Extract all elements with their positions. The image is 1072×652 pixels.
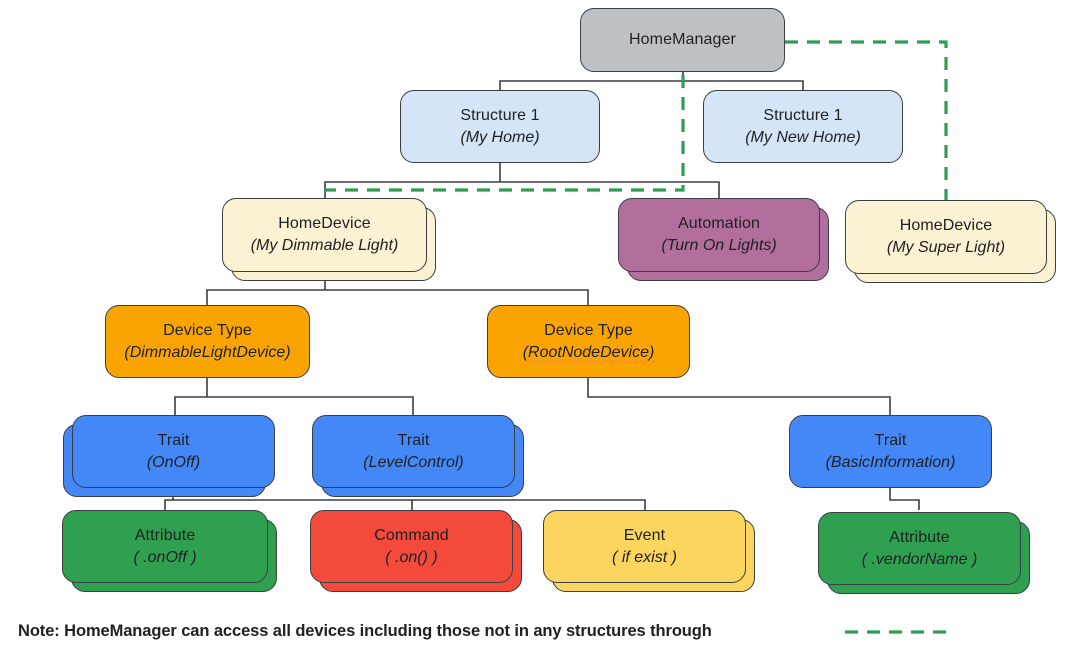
node-automation-sublabel: (Turn On Lights): [661, 237, 777, 254]
node-attribute-vendorname-sublabel: ( .vendorName ): [861, 550, 978, 568]
node-devicetype-rootnode: Device Type (RootNodeDevice): [487, 305, 690, 378]
node-attribute-vendorname-label: Attribute: [889, 528, 950, 546]
node-trait-basicinfo-sublabel: (BasicInformation): [825, 453, 956, 471]
node-devicetype-rootnode-label: Device Type: [544, 321, 633, 339]
node-trait-basicinfo: Trait (BasicInformation): [789, 415, 992, 488]
node-attribute-vendorname: Attribute ( .vendorName ): [818, 512, 1030, 594]
footnote: Note: HomeManager can access all devices…: [18, 622, 712, 640]
node-devicetype-dimmable-label: Device Type: [163, 321, 252, 339]
node-homedevice-dimmable-label: HomeDevice: [278, 215, 371, 232]
dashed-connector-0: [325, 75, 685, 192]
node-event-ifexist: Event ( if exist ): [543, 510, 755, 592]
solid-connector-3: [174, 378, 414, 415]
node-homemanager: HomeManager: [580, 8, 785, 72]
node-command-on-card: Command ( .on() ): [310, 510, 513, 583]
node-command-on: Command ( .on() ): [310, 510, 522, 592]
dashed-connector-1: [785, 40, 948, 200]
node-trait-levelcontrol-label: Trait: [397, 431, 430, 449]
node-event-ifexist-label: Event: [623, 526, 666, 544]
node-homedevice-super-sublabel: (My Super Light): [886, 239, 1006, 256]
node-homemanager-label: HomeManager: [629, 31, 736, 48]
node-attribute-onoff-label: Attribute: [134, 526, 196, 544]
solid-connector-4: [587, 378, 891, 415]
node-devicetype-rootnode-card: Device Type (RootNodeDevice): [487, 305, 690, 378]
node-event-ifexist-sublabel: ( if exist ): [612, 548, 677, 566]
node-trait-onoff-sublabel: (OnOff): [146, 453, 201, 471]
node-trait-basicinfo-card: Trait (BasicInformation): [789, 415, 992, 488]
node-attribute-onoff-sublabel: ( .onOff ): [133, 548, 197, 566]
node-automation: Automation (Turn On Lights): [618, 198, 829, 281]
node-structure-my-new-home: Structure 1 (My New Home): [703, 90, 903, 163]
node-homedevice-super-card: HomeDevice (My Super Light): [845, 200, 1047, 274]
node-trait-onoff-card: Trait (OnOff): [72, 415, 275, 488]
node-homemanager-card: HomeManager: [580, 8, 785, 72]
node-homedevice-super-label: HomeDevice: [899, 217, 993, 234]
node-structure-my-new-home-label: Structure 1: [763, 106, 843, 124]
node-attribute-onoff-card: Attribute ( .onOff ): [62, 510, 268, 583]
node-structure-my-home: Structure 1 (My Home): [400, 90, 600, 163]
node-devicetype-dimmable-card: Device Type (DimmableLightDevice): [105, 305, 310, 378]
node-devicetype-dimmable: Device Type (DimmableLightDevice): [105, 305, 310, 378]
node-homedevice-dimmable-card: HomeDevice (My Dimmable Light): [222, 198, 427, 272]
node-command-on-sublabel: ( .on() ): [385, 548, 438, 566]
node-homedevice-dimmable: HomeDevice (My Dimmable Light): [222, 198, 436, 281]
node-structure-my-new-home-card: Structure 1 (My New Home): [703, 90, 903, 163]
node-trait-onoff-label: Trait: [157, 431, 190, 449]
node-automation-card: Automation (Turn On Lights): [618, 198, 820, 272]
node-command-on-label: Command: [374, 526, 449, 544]
node-trait-basicinfo-label: Trait: [874, 431, 907, 449]
node-structure-my-home-sublabel: (My Home): [460, 128, 540, 146]
node-homedevice-super: HomeDevice (My Super Light): [845, 200, 1056, 283]
node-homedevice-dimmable-sublabel: (My Dimmable Light): [250, 237, 399, 254]
node-trait-levelcontrol: Trait (LevelControl): [312, 415, 524, 497]
node-event-ifexist-card: Event ( if exist ): [543, 510, 746, 583]
solid-connector-6: [889, 488, 920, 510]
node-structure-my-new-home-sublabel: (My New Home): [745, 128, 861, 146]
node-trait-onoff: Trait (OnOff): [63, 415, 275, 497]
node-devicetype-dimmable-sublabel: (DimmableLightDevice): [124, 343, 291, 361]
node-automation-label: Automation: [678, 215, 760, 232]
node-trait-levelcontrol-card: Trait (LevelControl): [312, 415, 515, 488]
node-attribute-vendorname-card: Attribute ( .vendorName ): [818, 512, 1021, 585]
node-structure-my-home-card: Structure 1 (My Home): [400, 90, 600, 163]
node-devicetype-rootnode-sublabel: (RootNodeDevice): [522, 343, 655, 361]
node-structure-my-home-label: Structure 1: [460, 106, 540, 124]
node-attribute-onoff: Attribute ( .onOff ): [62, 510, 277, 592]
node-trait-levelcontrol-sublabel: (LevelControl): [363, 453, 464, 471]
